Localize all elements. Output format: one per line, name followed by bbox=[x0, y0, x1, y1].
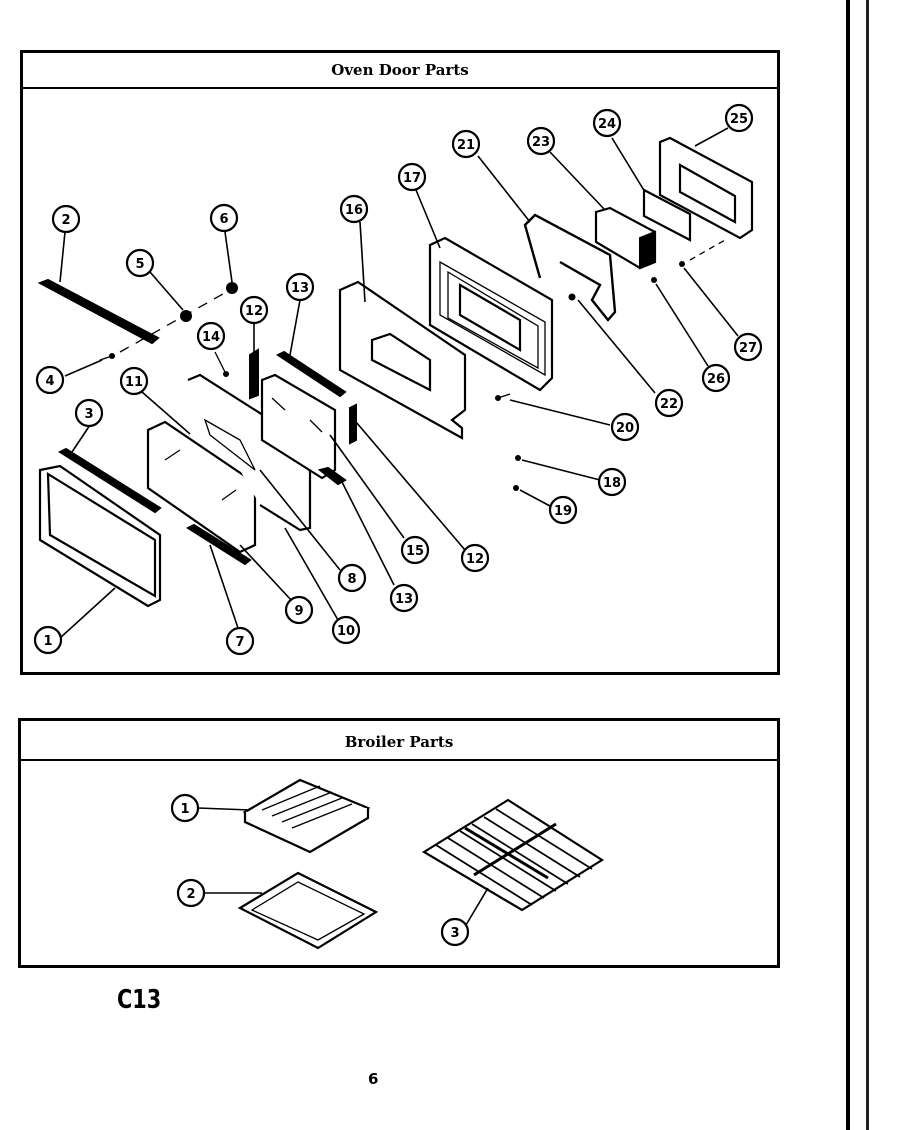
svg-text:20: 20 bbox=[616, 421, 634, 436]
callout-27: 27 bbox=[733, 332, 763, 362]
callout-8: 8 bbox=[337, 563, 367, 593]
part-bottom-strip bbox=[185, 523, 252, 566]
svg-text:17: 17 bbox=[403, 171, 421, 186]
svg-text:7: 7 bbox=[235, 635, 244, 650]
callout-5: 5 bbox=[125, 248, 155, 278]
callout-10: 10 bbox=[331, 615, 361, 645]
svg-text:4: 4 bbox=[45, 374, 54, 389]
part-screw bbox=[568, 293, 576, 301]
part-insulation bbox=[642, 188, 692, 242]
svg-text:12: 12 bbox=[245, 304, 263, 319]
callout-22: 22 bbox=[654, 388, 684, 418]
broiler-callout-3: 3 bbox=[440, 917, 470, 947]
svg-text:8: 8 bbox=[347, 572, 356, 587]
part-side-trim bbox=[57, 447, 162, 514]
callout-13a: 13 bbox=[285, 272, 315, 302]
callout-21: 21 bbox=[451, 129, 481, 159]
svg-text:25: 25 bbox=[730, 112, 748, 127]
svg-text:10: 10 bbox=[337, 624, 355, 639]
scan-edge bbox=[846, 0, 850, 1130]
callout-20: 20 bbox=[610, 412, 640, 442]
callout-4: 4 bbox=[35, 365, 65, 395]
callout-6: 6 bbox=[209, 203, 239, 233]
leader-lines bbox=[59, 127, 739, 639]
part-top-trim bbox=[37, 278, 160, 345]
part-window-frame bbox=[658, 136, 754, 240]
callout-12a: 12 bbox=[239, 295, 269, 325]
callout-11: 11 bbox=[119, 366, 149, 396]
callout-3: 3 bbox=[74, 398, 104, 428]
scan-edge bbox=[866, 0, 869, 1130]
svg-text:1: 1 bbox=[43, 634, 52, 649]
svg-text:19: 19 bbox=[554, 504, 572, 519]
broiler-parts-panel: Broiler Parts bbox=[18, 718, 780, 968]
oven-door-parts-title: Oven Door Parts bbox=[23, 53, 777, 89]
callout-14: 14 bbox=[196, 321, 226, 351]
callout-23: 23 bbox=[526, 126, 556, 156]
part-screw bbox=[99, 353, 115, 361]
svg-text:13: 13 bbox=[291, 281, 309, 296]
svg-text:26: 26 bbox=[707, 372, 725, 387]
svg-text:3: 3 bbox=[450, 926, 459, 941]
part-outer-glass bbox=[146, 373, 312, 554]
svg-text:12: 12 bbox=[466, 552, 484, 567]
broiler-parts-title: Broiler Parts bbox=[21, 721, 777, 761]
callout-16: 16 bbox=[339, 194, 369, 224]
part-screw bbox=[495, 393, 521, 491]
callout-19: 19 bbox=[548, 495, 578, 525]
svg-text:9: 9 bbox=[294, 604, 303, 619]
callout-1: 1 bbox=[33, 625, 63, 655]
svg-text:22: 22 bbox=[660, 397, 678, 412]
callout-13b: 13 bbox=[389, 583, 419, 613]
broiler-leader-lines bbox=[197, 807, 489, 926]
svg-text:15: 15 bbox=[406, 544, 424, 559]
part-bumper bbox=[119, 282, 238, 353]
callout-24: 24 bbox=[592, 108, 622, 138]
svg-text:2: 2 bbox=[61, 213, 70, 228]
svg-text:3: 3 bbox=[84, 407, 93, 422]
part-vent-box bbox=[594, 206, 657, 270]
part-screw bbox=[214, 351, 229, 377]
callout-25: 25 bbox=[724, 103, 754, 133]
part-screw bbox=[651, 239, 726, 283]
part-wire-gasket bbox=[523, 213, 617, 322]
svg-text:27: 27 bbox=[739, 341, 757, 356]
part-door-liner bbox=[338, 280, 467, 445]
part-inner-glass bbox=[249, 348, 347, 486]
part-broiler-grid bbox=[242, 778, 371, 854]
page-number: 6 bbox=[368, 1070, 379, 1088]
svg-text:21: 21 bbox=[457, 138, 475, 153]
svg-text:6: 6 bbox=[219, 212, 228, 227]
svg-text:1: 1 bbox=[180, 802, 189, 817]
part-broiler-pan bbox=[237, 871, 379, 950]
callout-17: 17 bbox=[397, 162, 427, 192]
callout-12b: 12 bbox=[460, 543, 490, 573]
broiler-callout-1: 1 bbox=[170, 793, 200, 823]
svg-text:11: 11 bbox=[125, 375, 143, 390]
callout-18: 18 bbox=[597, 467, 627, 497]
svg-text:14: 14 bbox=[202, 330, 220, 345]
part-oven-rack bbox=[421, 798, 605, 912]
broiler-callout-2: 2 bbox=[176, 878, 206, 908]
svg-text:18: 18 bbox=[603, 476, 621, 491]
callout-7: 7 bbox=[225, 626, 255, 656]
section-code: C13 bbox=[117, 985, 162, 1015]
part-door-frame bbox=[38, 464, 162, 608]
svg-text:13: 13 bbox=[395, 592, 413, 607]
callout-2: 2 bbox=[51, 204, 81, 234]
callout-9: 9 bbox=[284, 595, 314, 625]
svg-text:23: 23 bbox=[532, 135, 550, 150]
svg-text:2: 2 bbox=[186, 887, 195, 902]
svg-text:16: 16 bbox=[345, 203, 363, 218]
svg-text:5: 5 bbox=[135, 257, 144, 272]
callout-15: 15 bbox=[400, 535, 430, 565]
part-door-gasket bbox=[428, 236, 554, 392]
svg-text:24: 24 bbox=[598, 117, 616, 132]
callout-26: 26 bbox=[701, 363, 731, 393]
